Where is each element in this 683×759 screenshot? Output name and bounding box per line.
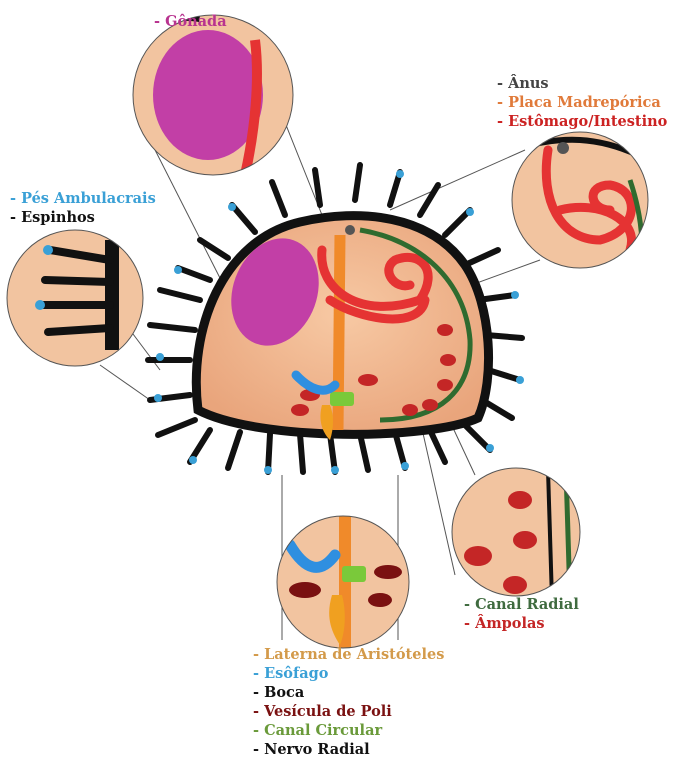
callout-gonad [120, 14, 293, 175]
label-mouth: - Boca [253, 683, 444, 702]
label-radial-nerve: - Nervo Radial [253, 740, 444, 759]
label-radial-canal: - Canal Radial [464, 595, 579, 614]
label-lantern: - Laterna de Aristóteles [253, 645, 444, 664]
label-block-canal-ampullae: - Canal Radial - Âmpolas [464, 595, 579, 633]
label-madreporite: - Placa Madrepórica [497, 93, 667, 112]
label-block-feet-spines: - Pés Ambulacrais - Espinhos [10, 189, 156, 227]
callout-digestive [512, 132, 648, 270]
label-anus: - Ânus [497, 74, 667, 93]
label-stomach: - Estômago/Intestino [497, 112, 667, 131]
callout-feet-spines [7, 230, 143, 366]
label-feet: - Pés Ambulacrais [10, 189, 156, 208]
label-spines: - Espinhos [10, 208, 156, 227]
callout-mouth [277, 515, 409, 650]
label-polian: - Vesícula de Poli [253, 702, 444, 721]
label-block-mouth: - Laterna de Aristóteles - Esôfago - Boc… [253, 645, 444, 759]
label-gonad: - Gônada [154, 12, 227, 31]
label-ampullae: - Âmpolas [464, 614, 579, 633]
label-ring-canal: - Canal Circular [253, 721, 444, 740]
urchin-body [148, 165, 524, 474]
callout-ampullae [452, 468, 580, 600]
label-esophagus: - Esôfago [253, 664, 444, 683]
label-block-digestive: - Ânus - Placa Madrepórica - Estômago/In… [497, 74, 667, 131]
anus-dot [345, 225, 355, 235]
label-block-gonad: - Gônada [154, 12, 227, 31]
ring-canal-shape [330, 392, 354, 406]
